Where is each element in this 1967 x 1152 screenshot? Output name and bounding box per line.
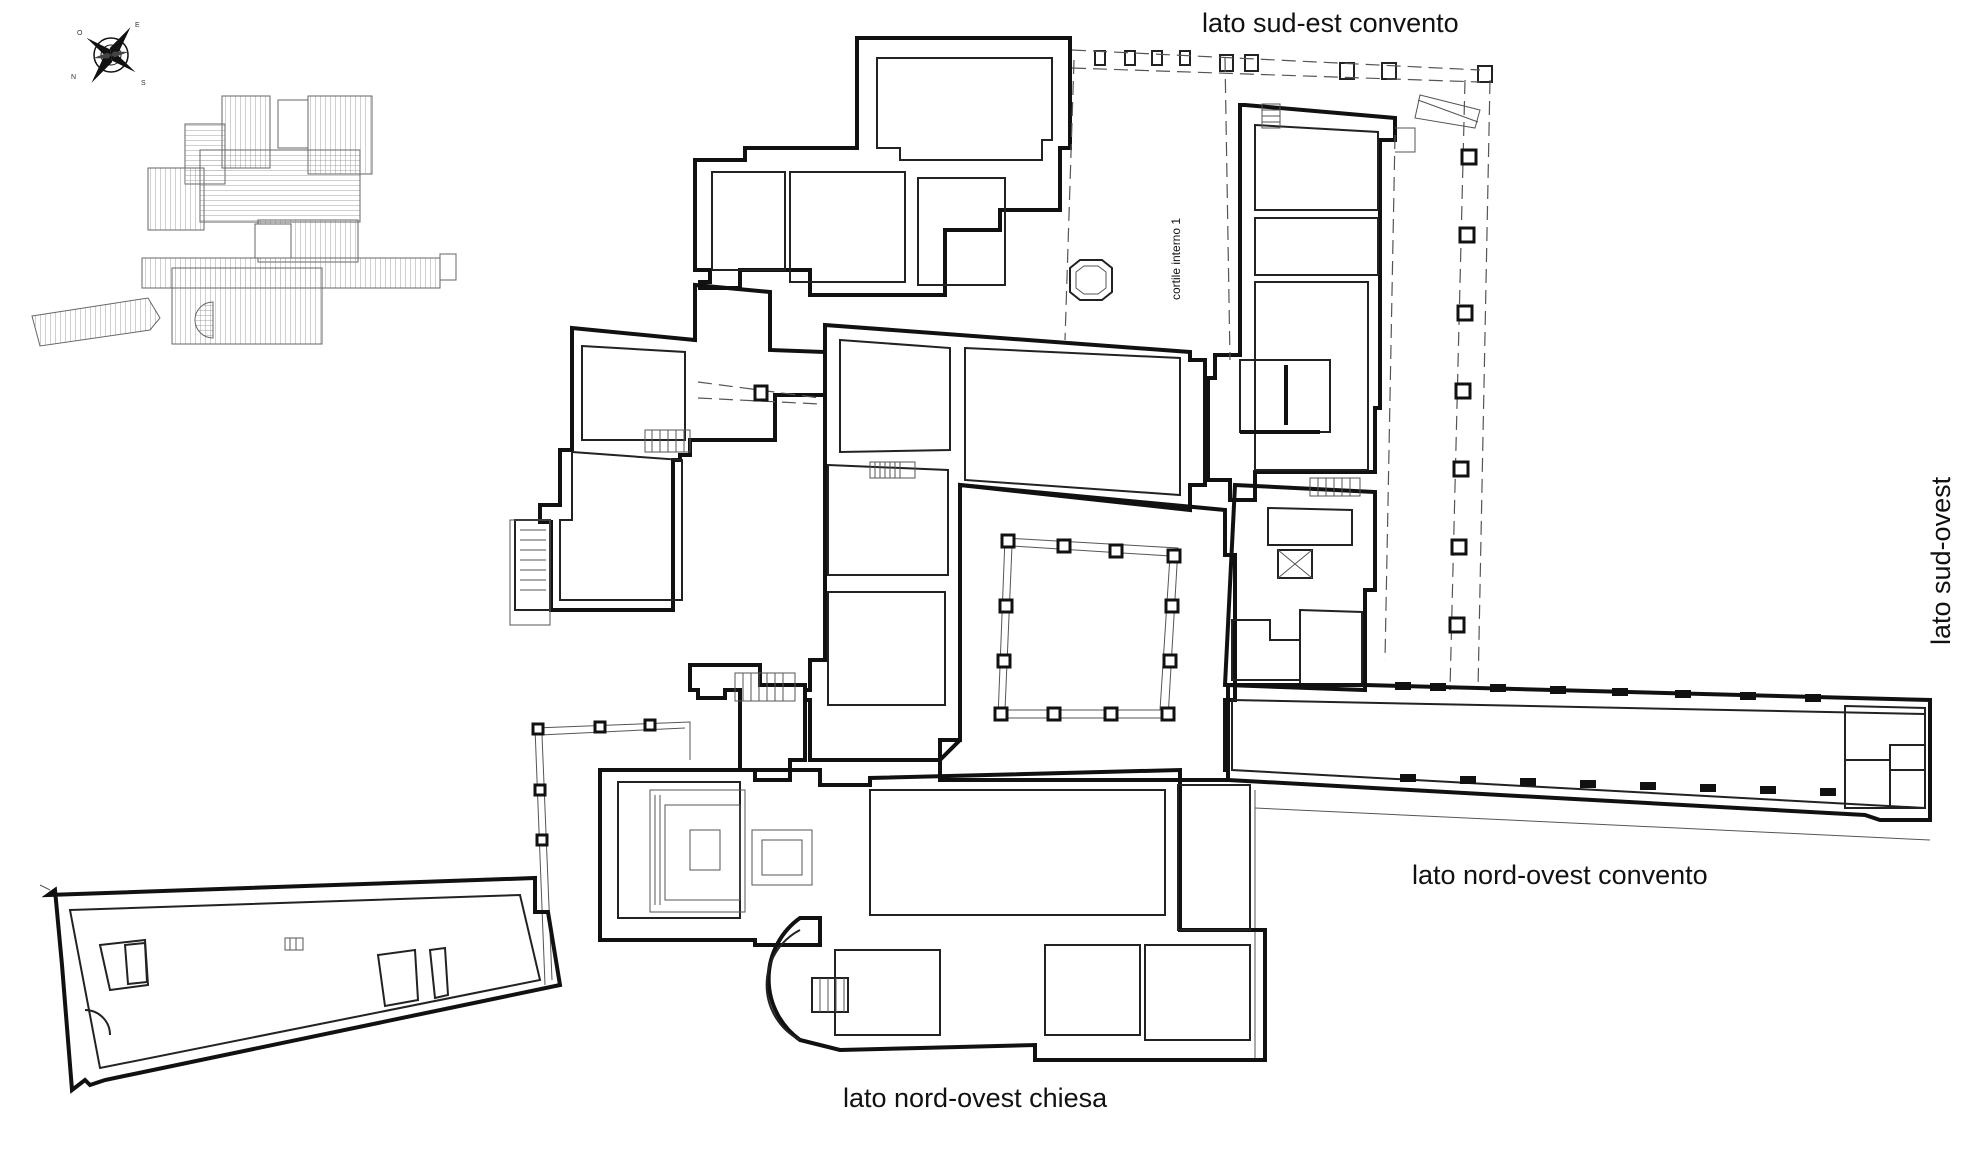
building-plan: cortile interno 1 [39, 36, 1932, 1094]
compass-letter-s: S [141, 80, 146, 87]
label-south-east-convent: lato sud-est convento [1202, 8, 1459, 38]
compass-rose-icon: N S E O [71, 22, 146, 87]
roof-plan-thumbnail [31, 95, 457, 347]
label-north-west-church: lato nord-ovest chiesa [843, 1083, 1108, 1113]
compass-letter-e: E [135, 22, 140, 29]
label-north-west-convent: lato nord-ovest convento [1412, 860, 1708, 890]
courtyard-label: cortile interno 1 [1169, 218, 1183, 300]
label-south-west: lato sud-ovest [1926, 476, 1956, 645]
compass-letter-o: O [77, 30, 83, 37]
compass-letter-n: N [71, 74, 76, 81]
